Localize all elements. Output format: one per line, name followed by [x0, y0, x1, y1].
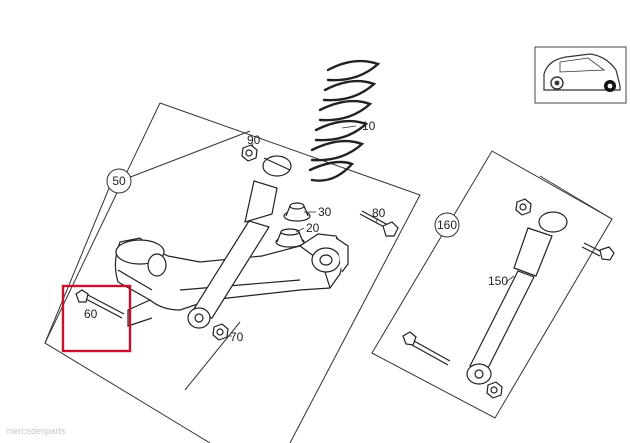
leader-lines — [228, 125, 515, 337]
callout-circle-50 — [106, 168, 132, 194]
part-label-90: 90 — [247, 133, 261, 147]
bolt-right-upper — [581, 242, 615, 261]
part-label-70: 70 — [230, 330, 244, 344]
part-label-30: 30 — [318, 205, 332, 219]
callout-circle-160 — [434, 212, 460, 238]
bolt-right-lower — [402, 331, 451, 366]
right-shock-absorber — [466, 211, 568, 385]
spring-seat-lower — [275, 228, 305, 248]
part-label-80: 80 — [372, 206, 386, 220]
right-assembly-frame — [371, 150, 613, 419]
watermark-text: mercedesparts — [6, 426, 66, 436]
bump-stop-upper — [283, 202, 311, 222]
vehicle-thumbnail — [534, 46, 627, 104]
bolt-80 — [359, 210, 399, 237]
nut-90 — [241, 144, 258, 162]
part-label-50: 50 — [112, 174, 126, 188]
part-label-20: 20 — [306, 221, 320, 235]
bolt-60 — [75, 289, 125, 319]
highlight-box-part-60 — [61, 284, 132, 353]
part-label-10: 10 — [362, 119, 376, 133]
part-label-160: 160 — [437, 218, 457, 232]
nut-right-upper — [515, 198, 532, 216]
part-label-150: 150 — [488, 274, 508, 288]
nut-right-lower — [486, 381, 503, 399]
coil-spring — [308, 59, 381, 182]
left-shock-absorber — [187, 155, 292, 329]
part-label-60: 60 — [84, 307, 98, 321]
nut-70 — [212, 323, 229, 341]
